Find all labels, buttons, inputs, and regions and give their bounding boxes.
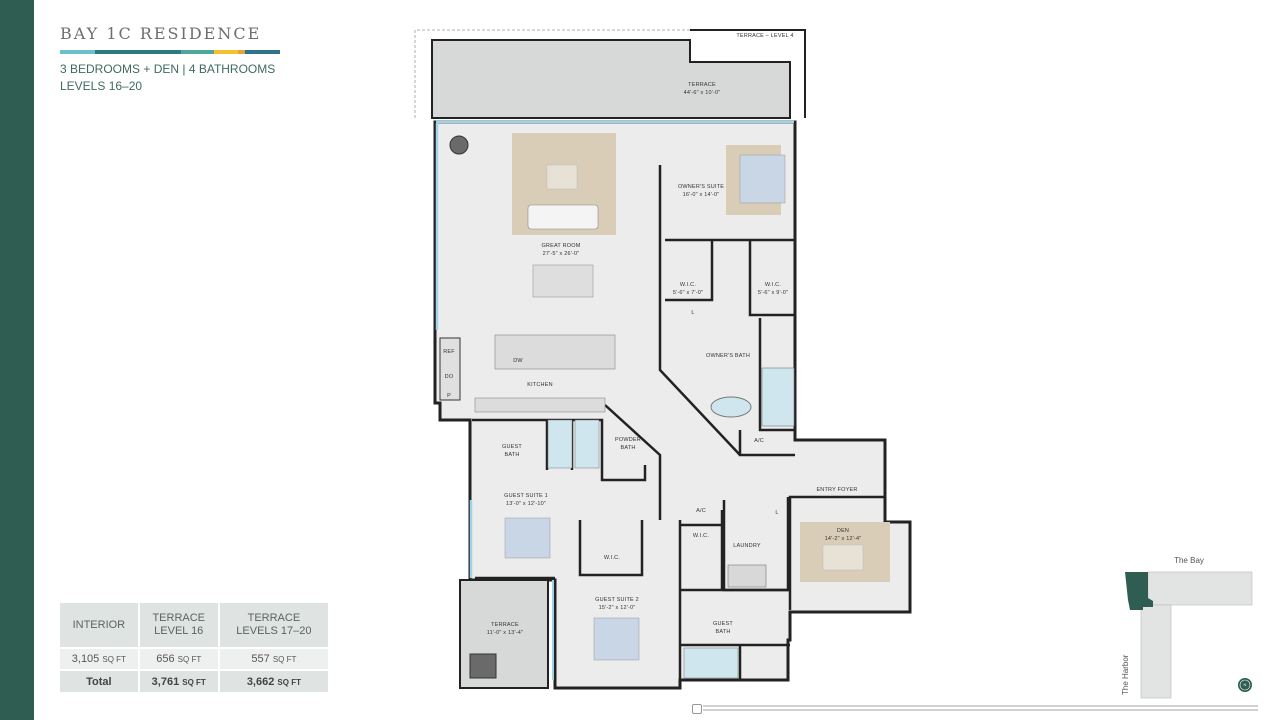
bed-bath-summary: 3 BEDROOMS + DEN | 4 BATHROOMS	[60, 62, 276, 76]
shower	[761, 367, 795, 427]
planter	[449, 135, 469, 155]
label-terrace-level4: TERRACE – LEVEL 4	[736, 33, 793, 39]
key-plan: The Bay The Harbor N	[1121, 556, 1253, 699]
label-terrace-bottom: TERRACE	[491, 622, 519, 628]
levels-label: LEVELS 16–20	[60, 79, 143, 93]
label-laundry: LAUNDRY	[733, 543, 761, 549]
table-total-row: Total 3,761 SQ FT 3,662 SQ FT	[60, 670, 331, 694]
total-level16: 3,761 SQ FT	[138, 670, 220, 694]
label-ac-1: A/C	[754, 438, 764, 444]
terrace17-value: 557 SQ FT	[218, 648, 331, 671]
bed	[739, 154, 786, 204]
label-do: DO	[445, 374, 454, 380]
dim-wic-2: 5'-6" x 9'-0"	[758, 290, 788, 296]
kitchen-island	[494, 334, 616, 370]
label-guest-bath-1: GUEST	[502, 444, 522, 450]
interior-value: 3,105 SQ FT	[60, 648, 140, 671]
label-great-room: GREAT ROOM	[541, 243, 580, 249]
label-powder-bath: POWDER	[615, 437, 641, 443]
label-guest-suite-1: GUEST SUITE 1	[504, 493, 548, 499]
label-ref: REF	[443, 349, 455, 355]
dim-owners-suite: 16'-0" x 14'-0"	[683, 192, 720, 198]
legal-disclaimer-fineprint	[703, 705, 1258, 715]
bathtub	[710, 396, 752, 418]
label-terrace: TERRACE	[688, 82, 716, 88]
dining-table	[532, 264, 594, 298]
total-level17-20: 3,662 SQ FT	[218, 670, 331, 694]
label-dw: DW	[513, 358, 523, 364]
dim-guest-suite-1: 13'-0" x 12'-10"	[506, 501, 546, 507]
svg-text:BATH: BATH	[504, 452, 519, 458]
table-row: 3,105 SQ FT 656 SQ FT 557 SQ FT	[60, 648, 331, 671]
label-entry-foyer: ENTRY FOYER	[816, 487, 857, 493]
label-guest-suite-2: GUEST SUITE 2	[595, 597, 639, 603]
label-owners-suite: OWNER'S SUITE	[678, 184, 724, 190]
terrace-level4-outline	[414, 29, 690, 118]
total-label: Total	[60, 670, 140, 694]
keyplan-unit-highlight	[1125, 572, 1153, 610]
dim-guest-suite-2: 15'-2" x 12'-0"	[599, 605, 636, 611]
brand-sidebar-band	[0, 0, 34, 720]
svg-text:BATH: BATH	[715, 629, 730, 635]
dim-den: 14'-2" x 12'-4"	[825, 536, 862, 542]
equal-housing-icon	[692, 704, 702, 714]
label-wic-1: W.I.C.	[680, 282, 696, 288]
label-kitchen: KITCHEN	[527, 382, 553, 388]
svg-text:BATH: BATH	[620, 445, 635, 451]
label-ac-2: A/C	[696, 508, 706, 514]
svg-text:N: N	[1244, 682, 1247, 687]
room-labels: TERRACE – LEVEL 4 TERRACE 44'-6" x 10'-0…	[443, 33, 861, 636]
dim-terrace-bottom: 11'-0" x 13'-4"	[487, 630, 523, 636]
label-pantry: P	[447, 393, 451, 399]
label-guest-bath-2: GUEST	[713, 621, 733, 627]
dim-great-room: 27'-5" x 26'-0"	[543, 251, 580, 257]
terrace16-value: 656 SQ FT	[138, 648, 220, 671]
terrace-top	[431, 39, 791, 119]
label-wic-2: W.I.C.	[765, 282, 781, 288]
label-owners-bath: OWNER'S BATH	[706, 353, 750, 359]
keyplan-bay-label: The Bay	[1174, 556, 1204, 565]
dim-wic-1: 5'-6" x 7'-0"	[673, 290, 703, 296]
color-rule-divider	[60, 50, 280, 54]
label-linen-1: L	[691, 310, 694, 316]
label-linen-2: L	[775, 510, 778, 516]
label-wic-3: W.I.C.	[693, 533, 709, 539]
sofa	[527, 204, 599, 230]
label-den: DEN	[837, 528, 849, 534]
header-interior: INTERIOR	[60, 603, 140, 649]
dim-terrace: 44'-6" x 10'-0"	[684, 90, 721, 96]
keyplan-harbor-label: The Harbor	[1121, 654, 1130, 695]
page-title: BAY 1C RESIDENCE	[60, 24, 262, 43]
label-wic-4: W.I.C.	[604, 555, 620, 561]
washer-dryer	[727, 564, 767, 588]
